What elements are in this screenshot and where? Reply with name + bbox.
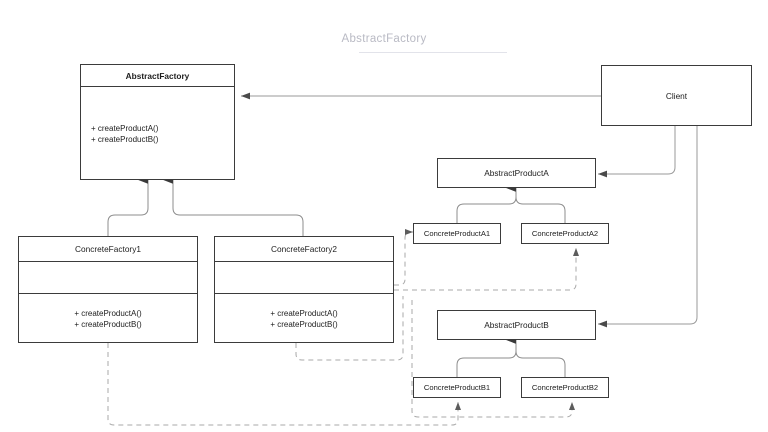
class-name-concrete-factory-2: ConcreteFactory2 [271, 244, 337, 254]
edge-cf2-creates-cpa2 [394, 248, 579, 291]
class-name-concrete-product-b2: ConcreteProductB2 [531, 383, 599, 392]
edge-cf1-creates-cpb1 [107, 343, 461, 426]
title-underline [359, 52, 507, 53]
compartment-divider [19, 293, 197, 294]
operation-item: + createProductA() [91, 124, 159, 133]
edge-cpa1-extends-apa [456, 184, 517, 223]
edge-cf2-creates-cpa1 [394, 229, 413, 286]
attributes-compartment [215, 262, 393, 293]
class-name-concrete-product-b1: ConcreteProductB1 [423, 383, 491, 392]
edge-cpa2-extends-apa [506, 184, 566, 223]
edge-client-uses-product-a [598, 126, 676, 178]
class-node-abstract-product-b[interactable]: AbstractProductB [437, 310, 596, 340]
class-name-concrete-factory-1: ConcreteFactory1 [75, 244, 141, 254]
class-node-client[interactable]: Client [601, 65, 752, 126]
class-node-concrete-factory-2[interactable]: ConcreteFactory2 + createProductA() + cr… [214, 236, 394, 343]
compartment-divider [215, 293, 393, 294]
compartment-divider [81, 86, 234, 87]
operations-compartment: + createProductA() + createProductB() [19, 294, 197, 344]
compartment-divider [19, 261, 197, 262]
class-node-abstract-product-a[interactable]: AbstractProductA [437, 158, 596, 188]
class-name-concrete-product-a2: ConcreteProductA2 [531, 229, 599, 238]
edge-cpb1-extends-apb [456, 336, 517, 377]
class-name-abstract-product-b: AbstractProductB [484, 320, 549, 330]
compartment-divider [215, 261, 393, 262]
edge-cpb2-extends-apb [506, 336, 566, 377]
operation-item: + createProductB() [74, 320, 142, 329]
operation-item: + createProductA() [74, 309, 142, 318]
class-node-concrete-product-a1[interactable]: ConcreteProductA1 [413, 223, 501, 244]
page-title: AbstractFactory [341, 33, 427, 45]
class-name-abstract-factory: AbstractFactory [125, 70, 190, 81]
class-name-concrete-product-a1: ConcreteProductA1 [423, 229, 491, 238]
operation-item: + createProductB() [91, 135, 159, 144]
edge-cf1-extends-af [107, 176, 149, 236]
operation-item: + createProductA() [270, 309, 338, 318]
edge-cf2-creates-cpb2 [295, 296, 575, 418]
class-node-concrete-product-b1[interactable]: ConcreteProductB1 [413, 377, 501, 398]
class-name-client: Client [665, 90, 688, 101]
class-name-abstract-product-a: AbstractProductA [484, 168, 549, 178]
operations-compartment: + createProductA() + createProductB() [81, 87, 234, 181]
edge-client-uses-product-b [598, 126, 698, 328]
class-node-concrete-product-b2[interactable]: ConcreteProductB2 [521, 377, 609, 398]
class-node-concrete-factory-1[interactable]: ConcreteFactory1 + createProductA() + cr… [18, 236, 198, 343]
class-node-concrete-product-a2[interactable]: ConcreteProductA2 [521, 223, 609, 244]
attributes-compartment [19, 262, 197, 293]
operation-item: + createProductB() [270, 320, 338, 329]
class-node-abstract-factory[interactable]: AbstractFactory + createProductA() + cre… [80, 64, 235, 180]
edge-cf2-extends-af [163, 176, 304, 236]
operations-compartment: + createProductA() + createProductB() [215, 294, 393, 344]
